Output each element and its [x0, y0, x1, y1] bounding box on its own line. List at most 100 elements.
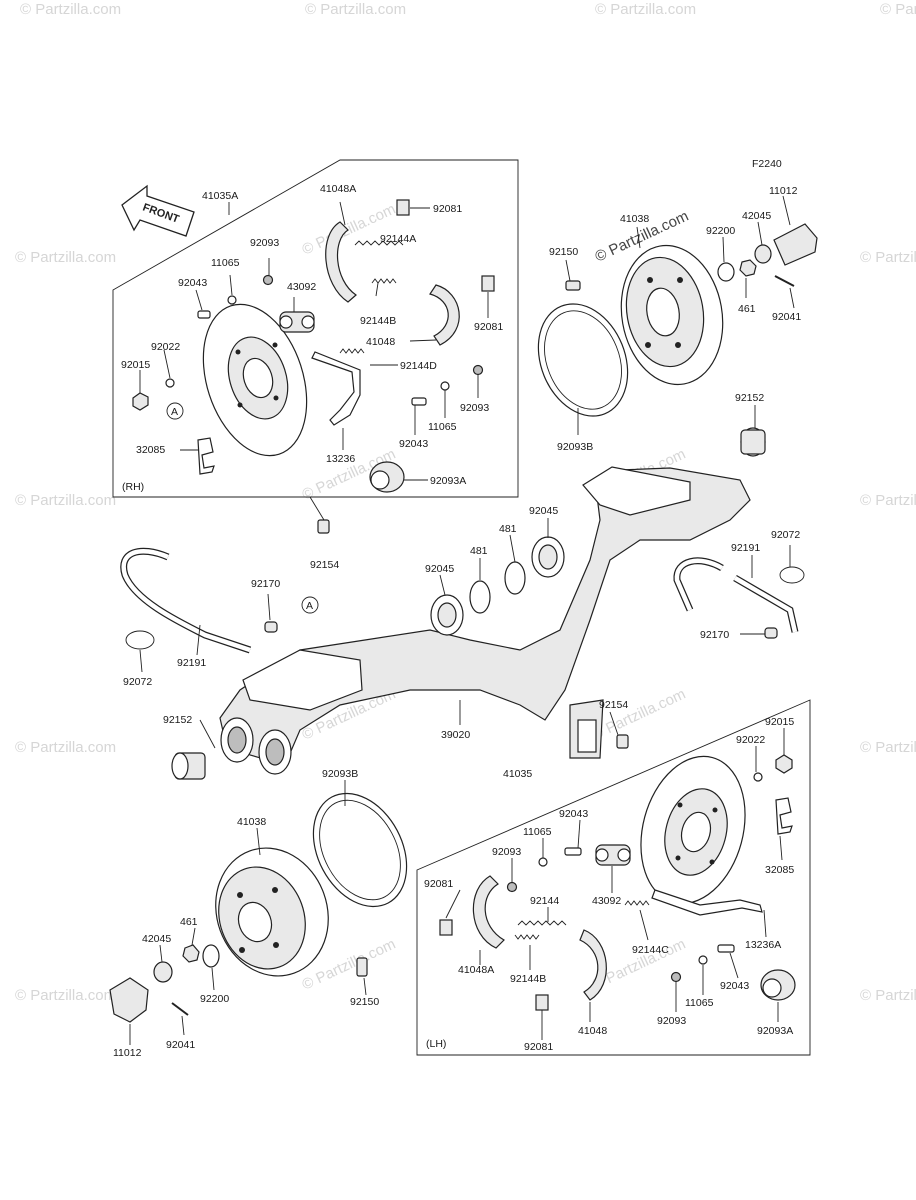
label-92093A-lh: 92093A — [757, 1025, 793, 1037]
bushing-92152-left — [171, 752, 206, 780]
ref-marker-rh — [166, 402, 184, 420]
lh-washer-11065 — [538, 857, 548, 867]
hose-clamp-92170-right — [764, 627, 778, 639]
lh-seal-92093B — [312, 792, 408, 908]
label-92043-rh-a: 92043 — [178, 277, 207, 289]
breather-hose-left-92191 — [120, 547, 252, 654]
label-92081-rh-b: 92081 — [474, 321, 503, 333]
label-43092-lh: 43092 — [592, 895, 621, 907]
label-92081-lh-a: 92081 — [424, 878, 453, 890]
lh-bolt-92150 — [356, 957, 368, 977]
rh-hub-leader-lines — [565, 195, 795, 435]
bushing-92045-lower — [430, 594, 464, 636]
lh-section-label: (LH) — [426, 1038, 446, 1050]
lh-spring-92144 — [517, 920, 567, 926]
label-92144: 92144 — [530, 895, 559, 907]
svg-text:© Partzilla.com: © Partzilla.com — [20, 1, 121, 18]
label-41038-rh: 41038 — [620, 213, 649, 225]
figure-code: F2240 — [752, 158, 782, 170]
rh-nut-92015 — [132, 392, 149, 411]
lh-nut-461 — [182, 944, 200, 963]
breather-hose-right-lower-inner — [733, 576, 798, 633]
label-92144B-lh: 92144B — [510, 973, 546, 985]
front-arrow-icon: FRONT — [121, 184, 195, 237]
lh-spring-92144C — [624, 900, 650, 906]
rh-washer-11065 — [227, 295, 237, 305]
lh-hub-leader-lines — [129, 780, 367, 1045]
rh-bolt-92043 — [197, 310, 211, 319]
svg-text:© Partzilla.com: © Partzilla.com — [15, 249, 116, 266]
rh-brake-shoe-41048 — [429, 284, 460, 346]
rh-washer-92022 — [165, 378, 175, 388]
lh-nut-92015 — [775, 754, 793, 774]
label-42045-lh: 42045 — [142, 933, 171, 945]
svg-text:© Partzilla.com: © Partzilla.com — [595, 1, 696, 18]
bleeder-92154-rh — [317, 519, 330, 534]
rh-clip-92081 — [481, 275, 495, 292]
rh-brake-drum-41038 — [620, 244, 724, 386]
lh-washer-92200 — [202, 944, 220, 968]
label-92170-right: 92170 — [700, 629, 729, 641]
label-13236: 13236 — [326, 453, 355, 465]
rh-nut-461 — [739, 259, 757, 277]
label-92191-right: 92191 — [731, 542, 760, 554]
label-461-rh: 461 — [738, 303, 756, 315]
breather-hose-right-inner — [674, 558, 724, 611]
label-92093-rh-a: 92093 — [250, 237, 279, 249]
rh-cap-11012 — [773, 223, 818, 266]
label-92093-lh-a: 92093 — [492, 846, 521, 858]
hose-clip-92072-right — [779, 566, 805, 584]
label-481-top: 481 — [499, 523, 517, 535]
label-11065-rh-b: 11065 — [428, 421, 457, 433]
label-92045-top: 92045 — [529, 505, 558, 517]
breather-hose-right-92191 — [673, 557, 724, 612]
lh-brake-shoe-41048 — [579, 929, 607, 1001]
svg-text:© Partzilla.com: © Partzilla.com — [860, 987, 916, 1004]
lh-wheel-cylinder — [595, 844, 631, 866]
hose-clip-92072-left — [125, 630, 155, 650]
label-92015-rh: 92015 — [121, 359, 150, 371]
watermark-layer: © Partzilla.com © Partzilla.com © Partzi… — [15, 1, 916, 1004]
lh-bolt-92043-lower — [717, 944, 735, 953]
svg-text:© Partzilla.com: © Partzilla.com — [860, 249, 916, 266]
lh-lever-13236A — [651, 889, 763, 916]
lh-washer-92022 — [753, 772, 763, 782]
label-92150-lh: 92150 — [350, 996, 379, 1008]
lh-seal-92093A — [760, 969, 796, 1001]
label-92093A-rh: 92093A — [430, 475, 466, 487]
label-39020: 39020 — [441, 729, 470, 741]
rh-nut-42045 — [754, 244, 772, 264]
label-92200-lh: 92200 — [200, 993, 229, 1005]
label-13236A: 13236A — [745, 939, 781, 951]
label-92144B-rh: 92144B — [360, 315, 396, 327]
rh-section-label: (RH) — [122, 481, 144, 493]
label-92043-rh-b: 92043 — [399, 438, 428, 450]
label-42045-rh: 42045 — [742, 210, 771, 222]
lh-seal-92093 — [506, 881, 518, 893]
label-41035A: 41035A — [202, 190, 238, 202]
svg-text:© Partzilla.com: © Partzilla.com — [860, 739, 916, 756]
lh-seal-92093-lower — [670, 971, 682, 983]
part-labels: 41035A 41048A 92081 92093 92144A 11065 9… — [113, 183, 801, 1059]
rh-clip-32085 — [197, 437, 215, 475]
label-92015-lh: 92015 — [765, 716, 794, 728]
center-leader-lines — [139, 405, 791, 749]
label-92022-lh: 92022 — [736, 734, 765, 746]
label-92154-lh: 92154 — [599, 699, 628, 711]
label-92200-rh: 92200 — [706, 225, 735, 237]
label-92041-lh: 92041 — [166, 1039, 195, 1051]
svg-text:© Partzilla.com: © Partzilla.com — [590, 686, 689, 744]
svg-text:© Partzilla.com: © Partzilla.com — [305, 1, 406, 18]
lh-brake-drum-41038 — [215, 847, 329, 977]
rh-pin-92041 — [774, 275, 795, 287]
label-92154-rh: 92154 — [310, 559, 339, 571]
label-32085-rh: 32085 — [136, 444, 165, 456]
label-11012-rh: 11012 — [769, 185, 798, 197]
bleeder-92154-lh — [616, 734, 629, 749]
lh-pin-92041 — [171, 1002, 189, 1016]
ref-marker-center-label: A — [306, 600, 313, 612]
label-92043-lh-b: 92043 — [720, 980, 749, 992]
svg-text:© Partzilla.com: © Partzilla.com — [880, 1, 916, 18]
label-41048-rh: 41048 — [366, 336, 395, 348]
